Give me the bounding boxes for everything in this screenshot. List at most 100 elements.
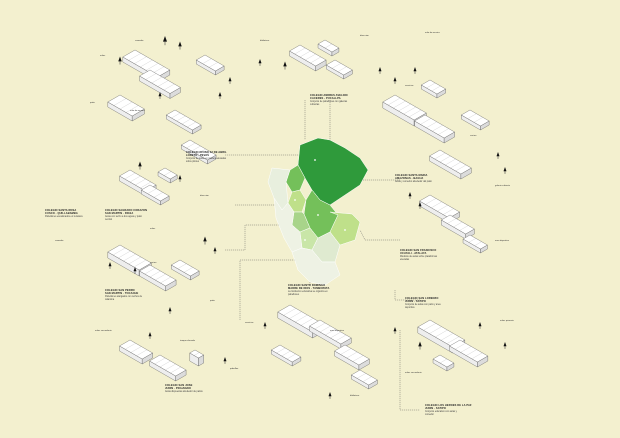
school-label-2: COLEGIO SAGRADO CORAZON SAN MARTIN - RIO… bbox=[105, 209, 148, 221]
tag: area deportiva bbox=[330, 330, 344, 332]
building-block bbox=[170, 259, 200, 281]
school-label-5: COLEGIO SAN PEDRO SAN MARTIN - TOCACHE P… bbox=[105, 289, 143, 301]
tree-icon bbox=[163, 36, 167, 46]
tree-icon bbox=[148, 332, 152, 339]
tree-icon bbox=[228, 77, 232, 84]
tree-icon bbox=[223, 357, 227, 364]
tree-icon bbox=[378, 67, 382, 74]
tree-icon bbox=[496, 152, 500, 159]
region-south bbox=[291, 247, 341, 286]
school-label-8: COLEGIO SANTO DOMINGO MADRE DE DIOS - TA… bbox=[288, 284, 330, 296]
tree-icon bbox=[158, 92, 162, 99]
tree-icon bbox=[393, 327, 397, 334]
building-block bbox=[429, 149, 472, 180]
school-label-4: COLEGIO SANTA MARIA AMAZONAS - BAGUA Aul… bbox=[395, 174, 432, 183]
tag: aulas bbox=[100, 55, 106, 57]
building-block bbox=[195, 54, 225, 76]
tag: aulas secundaria bbox=[405, 372, 422, 374]
tag: aulas primaria bbox=[500, 320, 514, 322]
tree-icon bbox=[178, 41, 182, 50]
tree-icon bbox=[138, 161, 142, 170]
tag: tanque elevado bbox=[180, 340, 195, 342]
building-block bbox=[325, 59, 353, 80]
tag: patio bbox=[210, 300, 215, 302]
building-block bbox=[180, 139, 217, 165]
tag: pabellon bbox=[230, 368, 239, 370]
school-label-1: COLEGIO DIVINO 12 DE ABRIL LORETO - PEVA… bbox=[186, 151, 227, 163]
building-block bbox=[432, 354, 455, 372]
tree-icon bbox=[213, 247, 217, 254]
tag: area deportiva bbox=[495, 240, 509, 242]
tree-icon bbox=[258, 59, 262, 66]
tree-icon bbox=[203, 236, 207, 245]
building-block bbox=[334, 344, 370, 371]
trees bbox=[108, 36, 507, 399]
region-madrededios bbox=[329, 211, 361, 246]
tree-icon bbox=[413, 67, 417, 74]
building-block bbox=[157, 167, 178, 184]
building-block bbox=[350, 369, 378, 390]
tree-icon bbox=[418, 202, 422, 209]
tree-icon bbox=[283, 61, 287, 70]
building-block bbox=[139, 69, 181, 99]
building-block bbox=[420, 79, 447, 99]
tree-icon bbox=[263, 322, 267, 329]
tag: comedor bbox=[135, 40, 144, 42]
region-coast-central bbox=[273, 197, 303, 253]
tag: comedor bbox=[55, 240, 64, 242]
tag: biblioteca bbox=[350, 395, 360, 397]
tag: servicios bbox=[245, 322, 254, 324]
building-block bbox=[414, 114, 455, 144]
region-coast-north bbox=[267, 167, 291, 211]
tag: galeria cubierta bbox=[495, 185, 510, 187]
building-block bbox=[107, 94, 145, 122]
building-block bbox=[119, 339, 153, 365]
buildings bbox=[107, 39, 490, 390]
tag: patio bbox=[90, 102, 95, 104]
school-label-10: COLEGIO SANTA ROSA CUSCO - QUILLABAMBA P… bbox=[45, 209, 83, 218]
tree-icon bbox=[328, 392, 332, 399]
tag: aulas secundaria bbox=[95, 330, 112, 332]
tree-icon bbox=[478, 322, 482, 329]
building-block bbox=[449, 339, 489, 368]
tag: aulas bbox=[150, 228, 156, 230]
school-label-3: COLEGIO ANDRES AVELINO CACERES - PUCALLP… bbox=[310, 94, 348, 106]
tree-icon bbox=[118, 56, 122, 65]
peru-map bbox=[267, 137, 369, 286]
building-block bbox=[317, 39, 340, 57]
tree-icon bbox=[168, 307, 172, 314]
tree-icon bbox=[408, 192, 412, 199]
tag: biblioteca bbox=[260, 40, 270, 42]
building-block bbox=[139, 264, 177, 292]
building-block bbox=[460, 109, 490, 131]
tree-icon bbox=[218, 92, 222, 99]
building-block bbox=[189, 349, 205, 367]
school-label-11: COLEGIO LOS HEROES DE LA PAZ JUNIN - SAT… bbox=[425, 404, 472, 416]
building-block bbox=[149, 354, 187, 382]
tag: cocina bbox=[470, 135, 477, 137]
building-block bbox=[140, 184, 170, 206]
school-label-7: COLEGIO SAN LORENZO JUNIN - SATIPO Conju… bbox=[405, 297, 441, 309]
school-label-6: COLEGIO SAN FRANCISCO UCAYALI - ATALAYA … bbox=[400, 249, 438, 261]
tag: cocina bbox=[150, 262, 157, 264]
building-block bbox=[270, 344, 302, 367]
building-block bbox=[165, 109, 202, 135]
tree-icon bbox=[133, 267, 137, 274]
tree-icon bbox=[503, 342, 507, 349]
region-loreto bbox=[297, 137, 369, 206]
school-label-9: COLEGIO SAN JOSE JUNIN - PICHANAKI Aulas… bbox=[165, 384, 203, 393]
tree-icon bbox=[393, 77, 397, 84]
tag: aula de musica bbox=[425, 32, 440, 34]
tag: direccion bbox=[200, 195, 209, 197]
building-block bbox=[107, 244, 152, 277]
tree-icon bbox=[108, 262, 112, 269]
tag: aula de musica bbox=[130, 110, 145, 112]
tag: direccion bbox=[360, 35, 369, 37]
tree-icon bbox=[503, 167, 507, 174]
building-block bbox=[462, 234, 488, 254]
tree-icon bbox=[418, 341, 422, 350]
building-block bbox=[309, 319, 352, 350]
building-block bbox=[289, 44, 327, 72]
